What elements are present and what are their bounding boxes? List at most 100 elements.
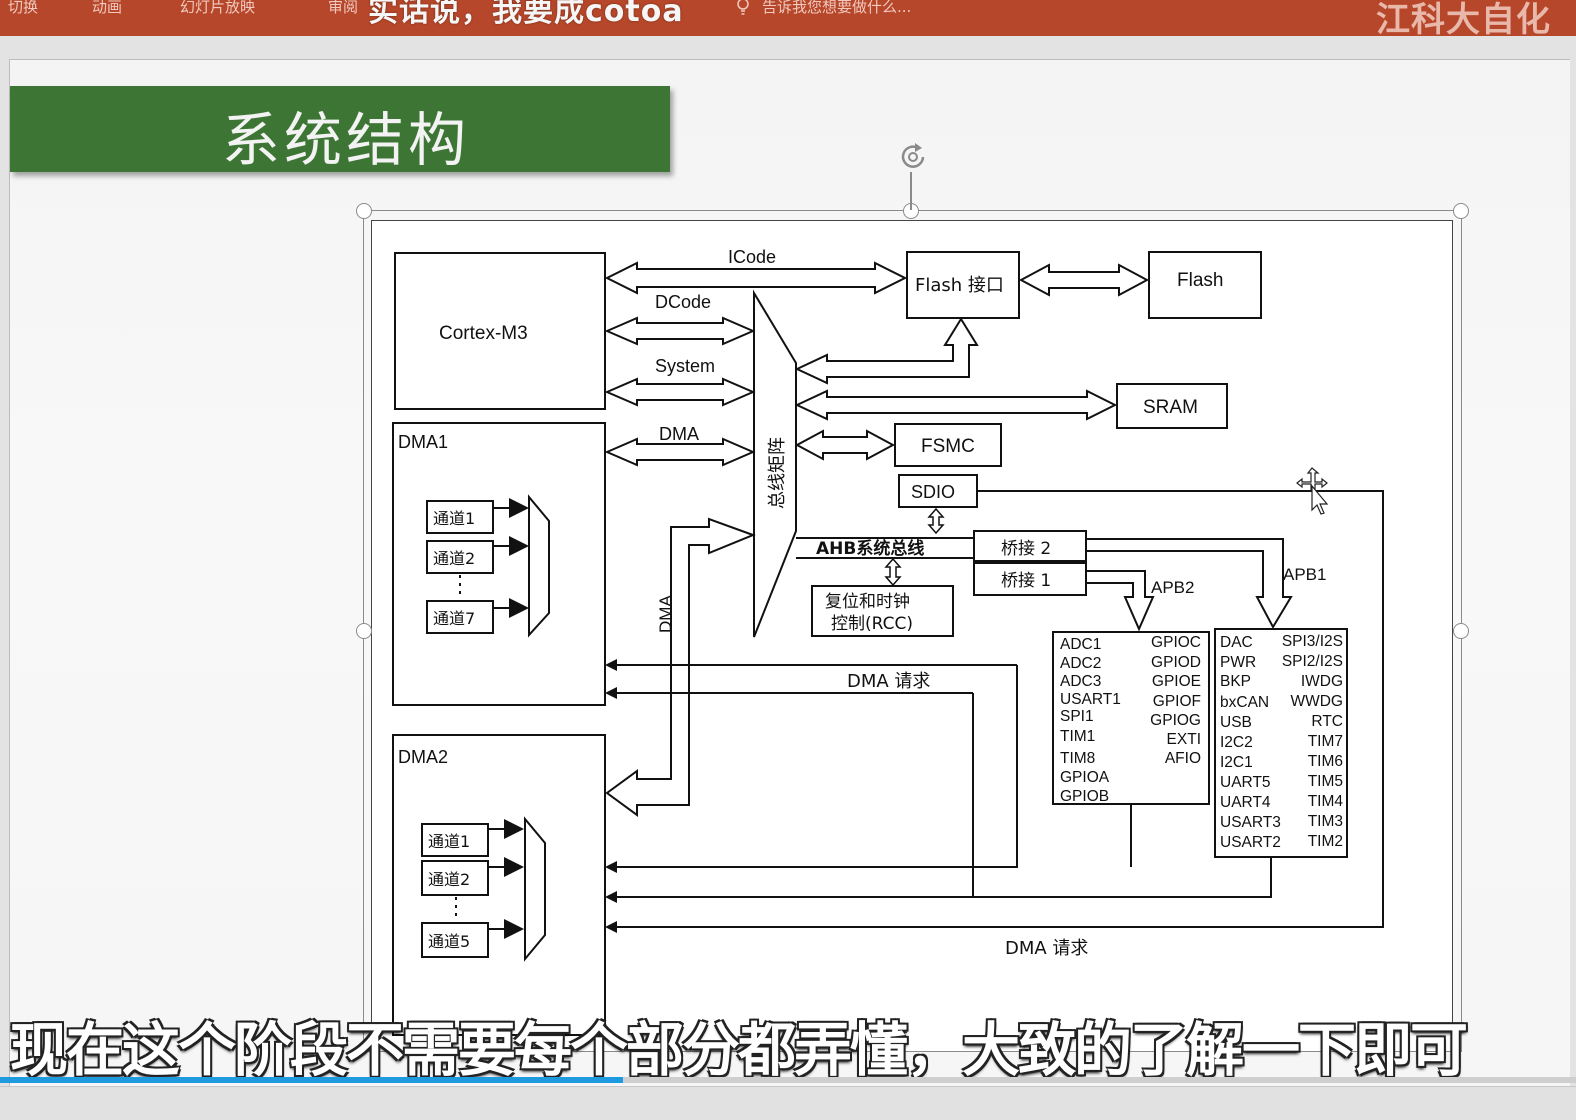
rcc-label-line2: 控制(RCC) xyxy=(831,614,913,634)
dma-request-bottom-label: DMA 请求 xyxy=(1005,938,1088,959)
apb1-periph-right-1: SPI2/I2S xyxy=(1282,653,1343,670)
video-overlay-title: 实话说，我要成cotoa xyxy=(368,0,684,29)
apb1-periph-left-8: UART4 xyxy=(1220,794,1271,811)
dcode-label: DCode xyxy=(655,292,711,312)
lightbulb-icon xyxy=(737,0,749,15)
apb1-periph-left-9: USART3 xyxy=(1220,814,1281,831)
bridge1-label: 桥接 1 xyxy=(1001,571,1051,591)
apb1-periph-left-1: PWR xyxy=(1220,654,1256,671)
apb2-periph-left-5: TIM1 xyxy=(1060,728,1095,745)
move-cursor-icon xyxy=(1296,467,1329,515)
apb1-periph-left-4: USB xyxy=(1220,714,1252,731)
apb2-periph-left-4: SPI1 xyxy=(1060,708,1094,725)
cortex-m3-label: Cortex-M3 xyxy=(439,323,528,344)
dma1-channel-2: 通道2 xyxy=(433,549,475,568)
bridge2-label: 桥接 2 xyxy=(1001,539,1051,559)
tab-animations[interactable]: 动画 xyxy=(92,0,123,16)
apb1-label: APB1 xyxy=(1283,565,1326,584)
apb1-periph-left-5: I2C2 xyxy=(1220,734,1253,751)
apb1-periph-right-8: TIM4 xyxy=(1308,793,1344,810)
dma1-label: DMA1 xyxy=(398,432,448,452)
sram-box xyxy=(1116,383,1228,429)
apb2-label: APB2 xyxy=(1151,578,1194,597)
apb2-periph-right-4: GPIOG xyxy=(1150,712,1201,729)
bus-matrix-label: 总线矩阵 xyxy=(767,437,788,509)
dma2-label: DMA2 xyxy=(398,747,448,767)
apb2-periph-right-5: EXTI xyxy=(1167,731,1201,748)
resize-handle-right[interactable] xyxy=(1453,623,1469,639)
rotate-icon[interactable] xyxy=(896,140,930,174)
apb1-periph-right-9: TIM3 xyxy=(1308,813,1343,830)
apb1-peripherals-box xyxy=(1214,628,1348,858)
system-architecture-diagram: Cortex-M3 ICode DCode System DMA Flash 接… xyxy=(392,247,1384,1036)
tell-me-search[interactable]: 告诉我您想要做什么... xyxy=(762,0,912,16)
tab-slideshow[interactable]: 幻灯片放映 xyxy=(180,0,256,16)
apb1-periph-left-10: USART2 xyxy=(1220,834,1281,851)
apb2-peripherals-box xyxy=(1052,631,1210,805)
flash-box xyxy=(1148,251,1262,319)
apb2-periph-left-7: GPIOA xyxy=(1060,769,1110,786)
apb1-periph-left-6: I2C1 xyxy=(1220,754,1253,771)
apb1-periph-left-2: BKP xyxy=(1220,673,1251,690)
rcc-box xyxy=(811,585,954,637)
bus-matrix-shape xyxy=(753,289,797,638)
flash-label: Flash xyxy=(1177,270,1223,291)
dma1-channel-7: 通道7 xyxy=(433,609,475,628)
apb1-periph-right-2: IWDG xyxy=(1301,673,1343,690)
dma2-channel-5: 通道5 xyxy=(428,932,470,951)
status-bar xyxy=(0,1086,1576,1120)
apb2-periph-left-8: GPIOB xyxy=(1060,788,1109,805)
dma2-channel-1: 通道1 xyxy=(428,832,470,851)
sram-label: SRAM xyxy=(1143,397,1198,418)
apb1-periph-right-5: TIM7 xyxy=(1308,733,1343,750)
resize-handle-top-left[interactable] xyxy=(356,203,372,219)
bridge1-box xyxy=(973,562,1087,596)
dma1-box xyxy=(392,422,606,706)
flash-interface-box xyxy=(906,251,1020,319)
apb1-periph-right-3: WWDG xyxy=(1290,693,1343,710)
video-progress-bar[interactable] xyxy=(0,1077,1576,1083)
apb2-periph-left-2: ADC3 xyxy=(1060,673,1101,690)
fsmc-label: FSMC xyxy=(921,436,975,457)
dma1-channel-1: 通道1 xyxy=(433,509,475,528)
sdio-label: SDIO xyxy=(911,482,955,502)
resize-handle-left[interactable] xyxy=(356,623,372,639)
apb1-periph-right-10: TIM2 xyxy=(1308,833,1343,850)
apb2-periph-left-1: ADC2 xyxy=(1060,655,1101,672)
apb1-periph-right-4: RTC xyxy=(1311,713,1343,730)
apb1-periph-right-7: TIM5 xyxy=(1308,773,1343,790)
icode-label: ICode xyxy=(728,247,776,267)
system-architecture-picture[interactable]: Cortex-M3 ICode DCode System DMA Flash 接… xyxy=(371,220,1453,1052)
ribbon: 切换 动画 幻灯片放映 审阅 实话说，我要成cotoa 告诉我您想要做什么...… xyxy=(0,0,1576,40)
apb2-periph-right-2: GPIOE xyxy=(1152,673,1201,690)
dma2-channel-2: 通道2 xyxy=(428,870,470,889)
slide-title-bar[interactable] xyxy=(10,86,670,172)
dma-request-top-label: DMA 请求 xyxy=(847,671,930,692)
resize-handle-top-right[interactable] xyxy=(1453,203,1469,219)
apb1-periph-left-7: UART5 xyxy=(1220,774,1271,791)
flash-interface-label: Flash 接口 xyxy=(915,275,1004,296)
apb2-periph-left-0: ADC1 xyxy=(1060,636,1101,653)
rcc-label-line1: 复位和时钟 xyxy=(825,592,910,612)
apb2-periph-left-6: TIM8 xyxy=(1060,750,1095,767)
dma-bus-label: DMA xyxy=(659,424,699,444)
apb1-periph-right-6: TIM6 xyxy=(1308,753,1343,770)
system-label: System xyxy=(655,356,715,376)
video-progress-fill xyxy=(0,1077,623,1083)
ahb-label: AHB系统总线 xyxy=(816,538,924,559)
slide-title[interactable]: 系统结构 xyxy=(222,106,471,174)
apb2-periph-right-0: GPIOC xyxy=(1151,634,1201,651)
dma2-box xyxy=(392,734,606,1036)
video-subtitle: 现在这个阶段不需要每个部分都弄懂，大致的了解一下即可 xyxy=(10,1016,1468,1084)
tab-transitions[interactable]: 切换 xyxy=(8,0,39,16)
bridge2-box xyxy=(973,530,1087,562)
tab-review[interactable]: 审阅 xyxy=(328,0,359,16)
apb1-periph-right-0: SPI3/I2S xyxy=(1282,633,1343,650)
apb2-periph-right-6: AFIO xyxy=(1165,750,1201,767)
watermark: 江科大自化 xyxy=(1376,0,1551,40)
apb1-periph-left-3: bxCAN xyxy=(1220,694,1269,711)
apb1-periph-left-0: DAC xyxy=(1220,634,1253,651)
rotate-stem xyxy=(910,172,912,210)
apb2-periph-left-3: USART1 xyxy=(1060,691,1121,708)
apb2-periph-right-3: GPIOF xyxy=(1153,693,1201,710)
